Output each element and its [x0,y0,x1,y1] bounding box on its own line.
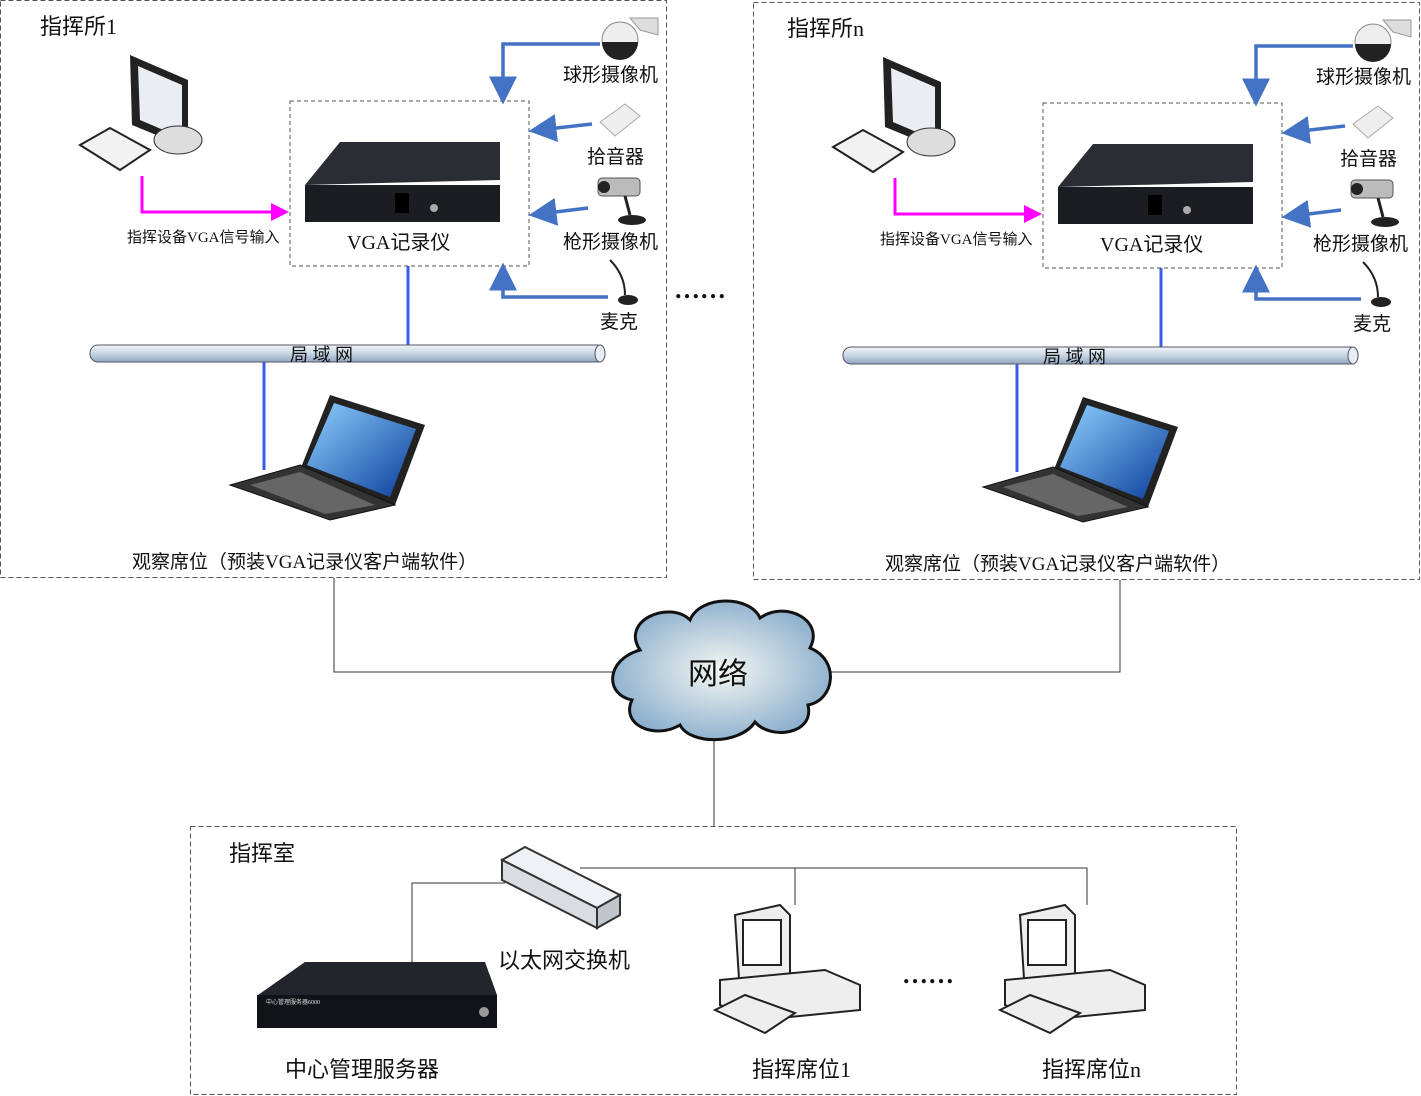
room-title: 指挥室 [229,841,295,866]
site-title: 指挥所n [787,16,864,41]
desktop-pc-icon [714,904,861,1034]
network-label: 网络 [688,658,748,691]
pickup-label: 拾音器 [587,146,644,168]
command-room: 指挥室 以太网交换机 中心管理服务器6000 中心管理服务器 …… 指挥席位1 … [190,826,1237,1095]
mic-label: 麦克 [1353,313,1391,335]
recorder-label: VGA记录仪 [347,231,450,254]
vga-input-label: 指挥设备VGA信号输入 [127,229,280,246]
management-server-device: 中心管理服务器6000 [257,962,497,1028]
command-post-n: 指挥所n 指挥设备VGA信号输入 VGA记录仪 球形摄像机 拾音器 枪形摄像机 … [754,3,1420,580]
network-cloud-icon [611,599,832,742]
dome-camera-label: 球形摄像机 [1316,66,1411,88]
seats-ellipsis: …… [902,960,954,989]
switch-label: 以太网交换机 [498,948,630,973]
lan-label: 局 域 网 [290,345,353,365]
dome-camera-label: 球形摄像机 [563,64,658,86]
mic-label: 麦克 [600,311,638,333]
server-label: 中心管理服务器 [285,1057,439,1082]
seat1-label: 指挥席位1 [752,1057,851,1082]
command-post-1: 指挥所1 指挥设备VGA信号输入 VGA记录仪 球形摄像机 拾音器 枪形摄像机 … [1,1,667,578]
sites-ellipsis: …… [674,275,726,304]
site-title: 指挥所1 [40,14,117,39]
vga-input-label: 指挥设备VGA信号输入 [880,231,1033,248]
seatn-label: 指挥席位n [1042,1057,1141,1082]
link-siten-wan [825,580,1121,673]
link-site1-wan [333,578,615,673]
server-face-text: 中心管理服务器6000 [266,998,320,1006]
pickup-label: 拾音器 [1340,148,1397,170]
recorder-label: VGA记录仪 [1100,233,1203,256]
bullet-camera-label: 枪形摄像机 [1313,233,1408,255]
bullet-camera-label: 枪形摄像机 [563,231,658,253]
observer-label: 观察席位（预装VGA记录仪客户端软件） [132,551,477,573]
lan-label: 局 域 网 [1043,347,1106,367]
ethernet-switch-icon [499,845,623,930]
desktop-pc-icon [999,904,1146,1034]
observer-label: 观察席位（预装VGA记录仪客户端软件） [885,553,1230,575]
